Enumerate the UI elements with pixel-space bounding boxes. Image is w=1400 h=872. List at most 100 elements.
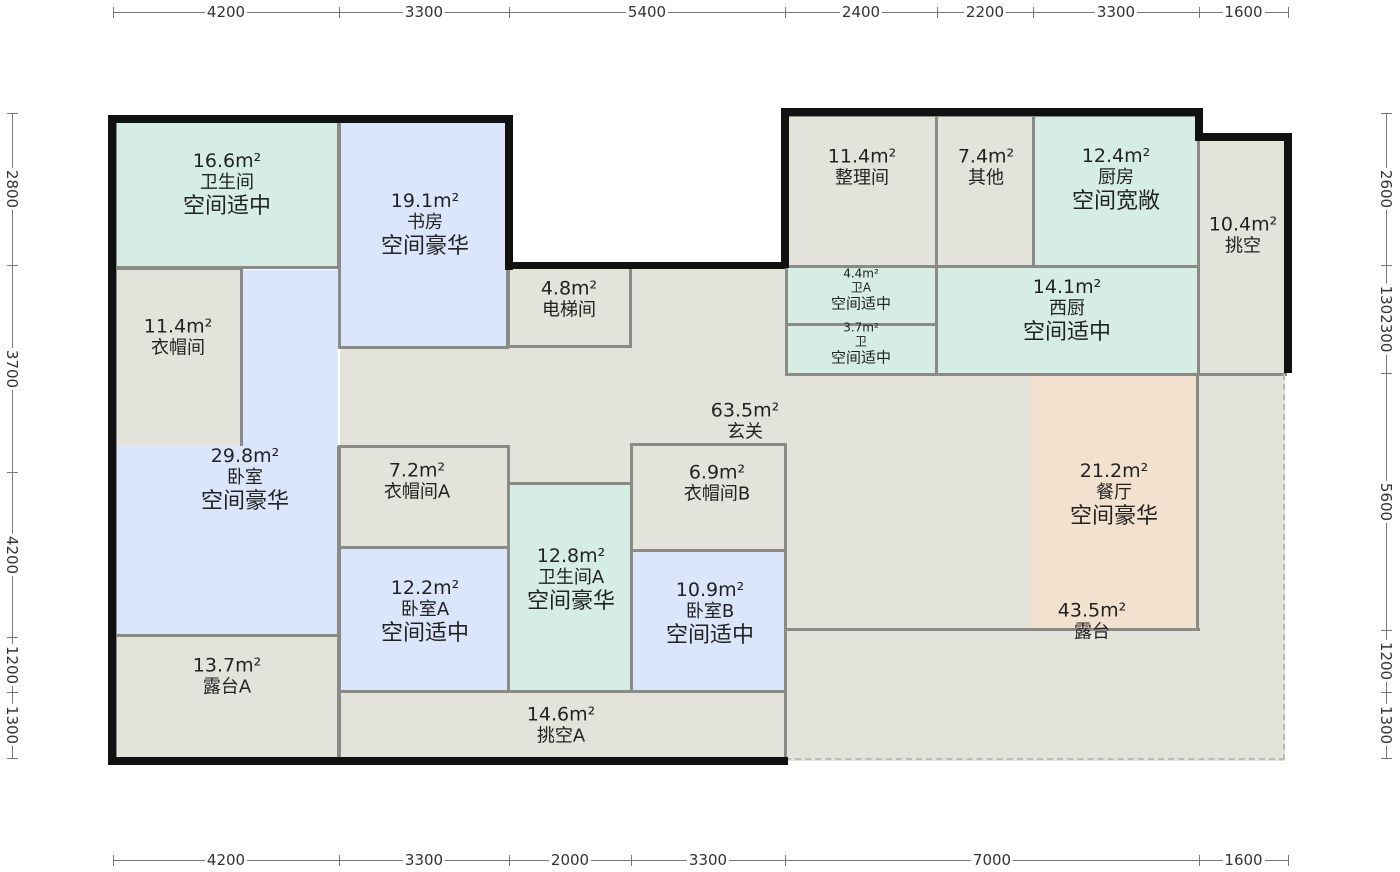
room-name: 挑空 (1225, 235, 1261, 257)
dimension-label: 7000 (970, 851, 1014, 869)
room-area: 10.4m² (1208, 213, 1278, 236)
dimension-tick (339, 855, 340, 866)
room-bedroom-upper[interactable] (243, 270, 338, 450)
dimension-tick (1381, 758, 1392, 759)
room-name: 衣帽间A (383, 481, 451, 503)
dimension-label: 1600 (1222, 851, 1265, 869)
room-quality: 空间豪华 (526, 588, 616, 614)
dimension-tick (7, 758, 18, 759)
dimension-tick (1033, 7, 1034, 18)
room-quality: 空间豪华 (200, 488, 290, 514)
room-name: 厨房 (1097, 166, 1134, 188)
room-area: 7.2m² (388, 459, 446, 482)
wall (108, 115, 513, 123)
room-area: 6.9m² (688, 461, 746, 484)
room-other[interactable] (935, 114, 1035, 268)
room-area: 43.5m² (1057, 599, 1127, 622)
dimension-label: 1300 (3, 703, 21, 747)
room-area: 11.4m² (143, 315, 213, 338)
room-area: 10.9m² (675, 579, 745, 602)
room-name: 整理间 (835, 167, 889, 189)
room-area: 12.8m² (536, 545, 606, 568)
room-bedroom[interactable] (114, 446, 340, 637)
wall (1284, 133, 1292, 373)
room-name: 电梯间 (542, 299, 596, 321)
room-name: 露台A (202, 676, 252, 698)
wall (781, 108, 789, 268)
room-bedroom-b[interactable] (630, 549, 787, 693)
room-area: 16.6m² (192, 150, 262, 173)
dimension-tick (509, 855, 510, 866)
dimension-tick (1288, 855, 1289, 866)
room-area: 63.5m² (710, 399, 780, 422)
room-name: 西厨 (1048, 297, 1085, 319)
room-name: 卫生间 (199, 171, 254, 193)
room-name: 卧室 (226, 466, 263, 488)
room-terrace-a[interactable] (114, 634, 340, 760)
dimension-label: 3300 (402, 851, 446, 869)
dimension-label: 4200 (204, 3, 248, 21)
dimension-tick (7, 692, 18, 693)
dimension-tick (1288, 7, 1289, 18)
terrace-dashed-edge (785, 374, 1285, 760)
room-bedroom-a[interactable] (338, 546, 510, 693)
room-area: 14.1m² (1032, 276, 1102, 299)
room-area: 12.4m² (1081, 145, 1151, 168)
dimension-label: 4200 (204, 851, 248, 869)
dimension-label: 2000 (548, 851, 592, 869)
dimension-tick (631, 855, 632, 866)
dimension-label: 2600 (1377, 167, 1395, 211)
room-area: 11.4m² (827, 145, 897, 168)
dimension-tick (1381, 373, 1392, 374)
room-storage[interactable] (785, 114, 938, 268)
dimension-tick (7, 637, 18, 638)
room-closet-b[interactable] (630, 443, 787, 553)
room-closet-a[interactable] (338, 445, 510, 550)
room-name: 卫生间A (537, 566, 605, 588)
room-elevator[interactable] (507, 266, 632, 348)
room-name: 挑空A (536, 725, 586, 747)
dimension-label: 3300 (686, 851, 730, 869)
room-name: 露台 (1074, 621, 1110, 643)
dimension-label: 1200 (3, 643, 21, 686)
room-quality: 空间适中 (1022, 319, 1112, 345)
dimension-label: 2200 (963, 3, 1007, 21)
room-quality: 空间适中 (380, 620, 470, 646)
dimension-label: 3700 (3, 347, 21, 390)
dimension-tick (1199, 855, 1200, 866)
room-name: 卫 (854, 334, 868, 349)
room-name: 衣帽间 (151, 337, 205, 359)
dimension-tick (785, 7, 786, 18)
room-dining[interactable] (1030, 376, 1197, 630)
dimension-tick (1199, 7, 1200, 18)
room-area: 12.2m² (390, 577, 460, 600)
room-area: 4.8m² (540, 277, 598, 300)
room-toilet[interactable] (785, 323, 938, 376)
room-quality: 空间宽敞 (1071, 188, 1161, 214)
room-area: 13.7m² (192, 654, 262, 677)
dimension-line-top (113, 12, 1288, 13)
room-western-kitchen[interactable] (935, 265, 1200, 376)
dimension-tick (7, 472, 18, 473)
dimension-label: 4200 (3, 533, 21, 576)
dining-wall (1196, 376, 1199, 631)
dimension-label: 1600 (1222, 3, 1265, 21)
dimension-label: 3300 (402, 3, 446, 21)
room-quality: 空间适中 (830, 348, 892, 367)
dimension-tick (113, 855, 114, 866)
room-name: 书房 (406, 211, 443, 233)
room-area: 7.4m² (957, 145, 1015, 168)
